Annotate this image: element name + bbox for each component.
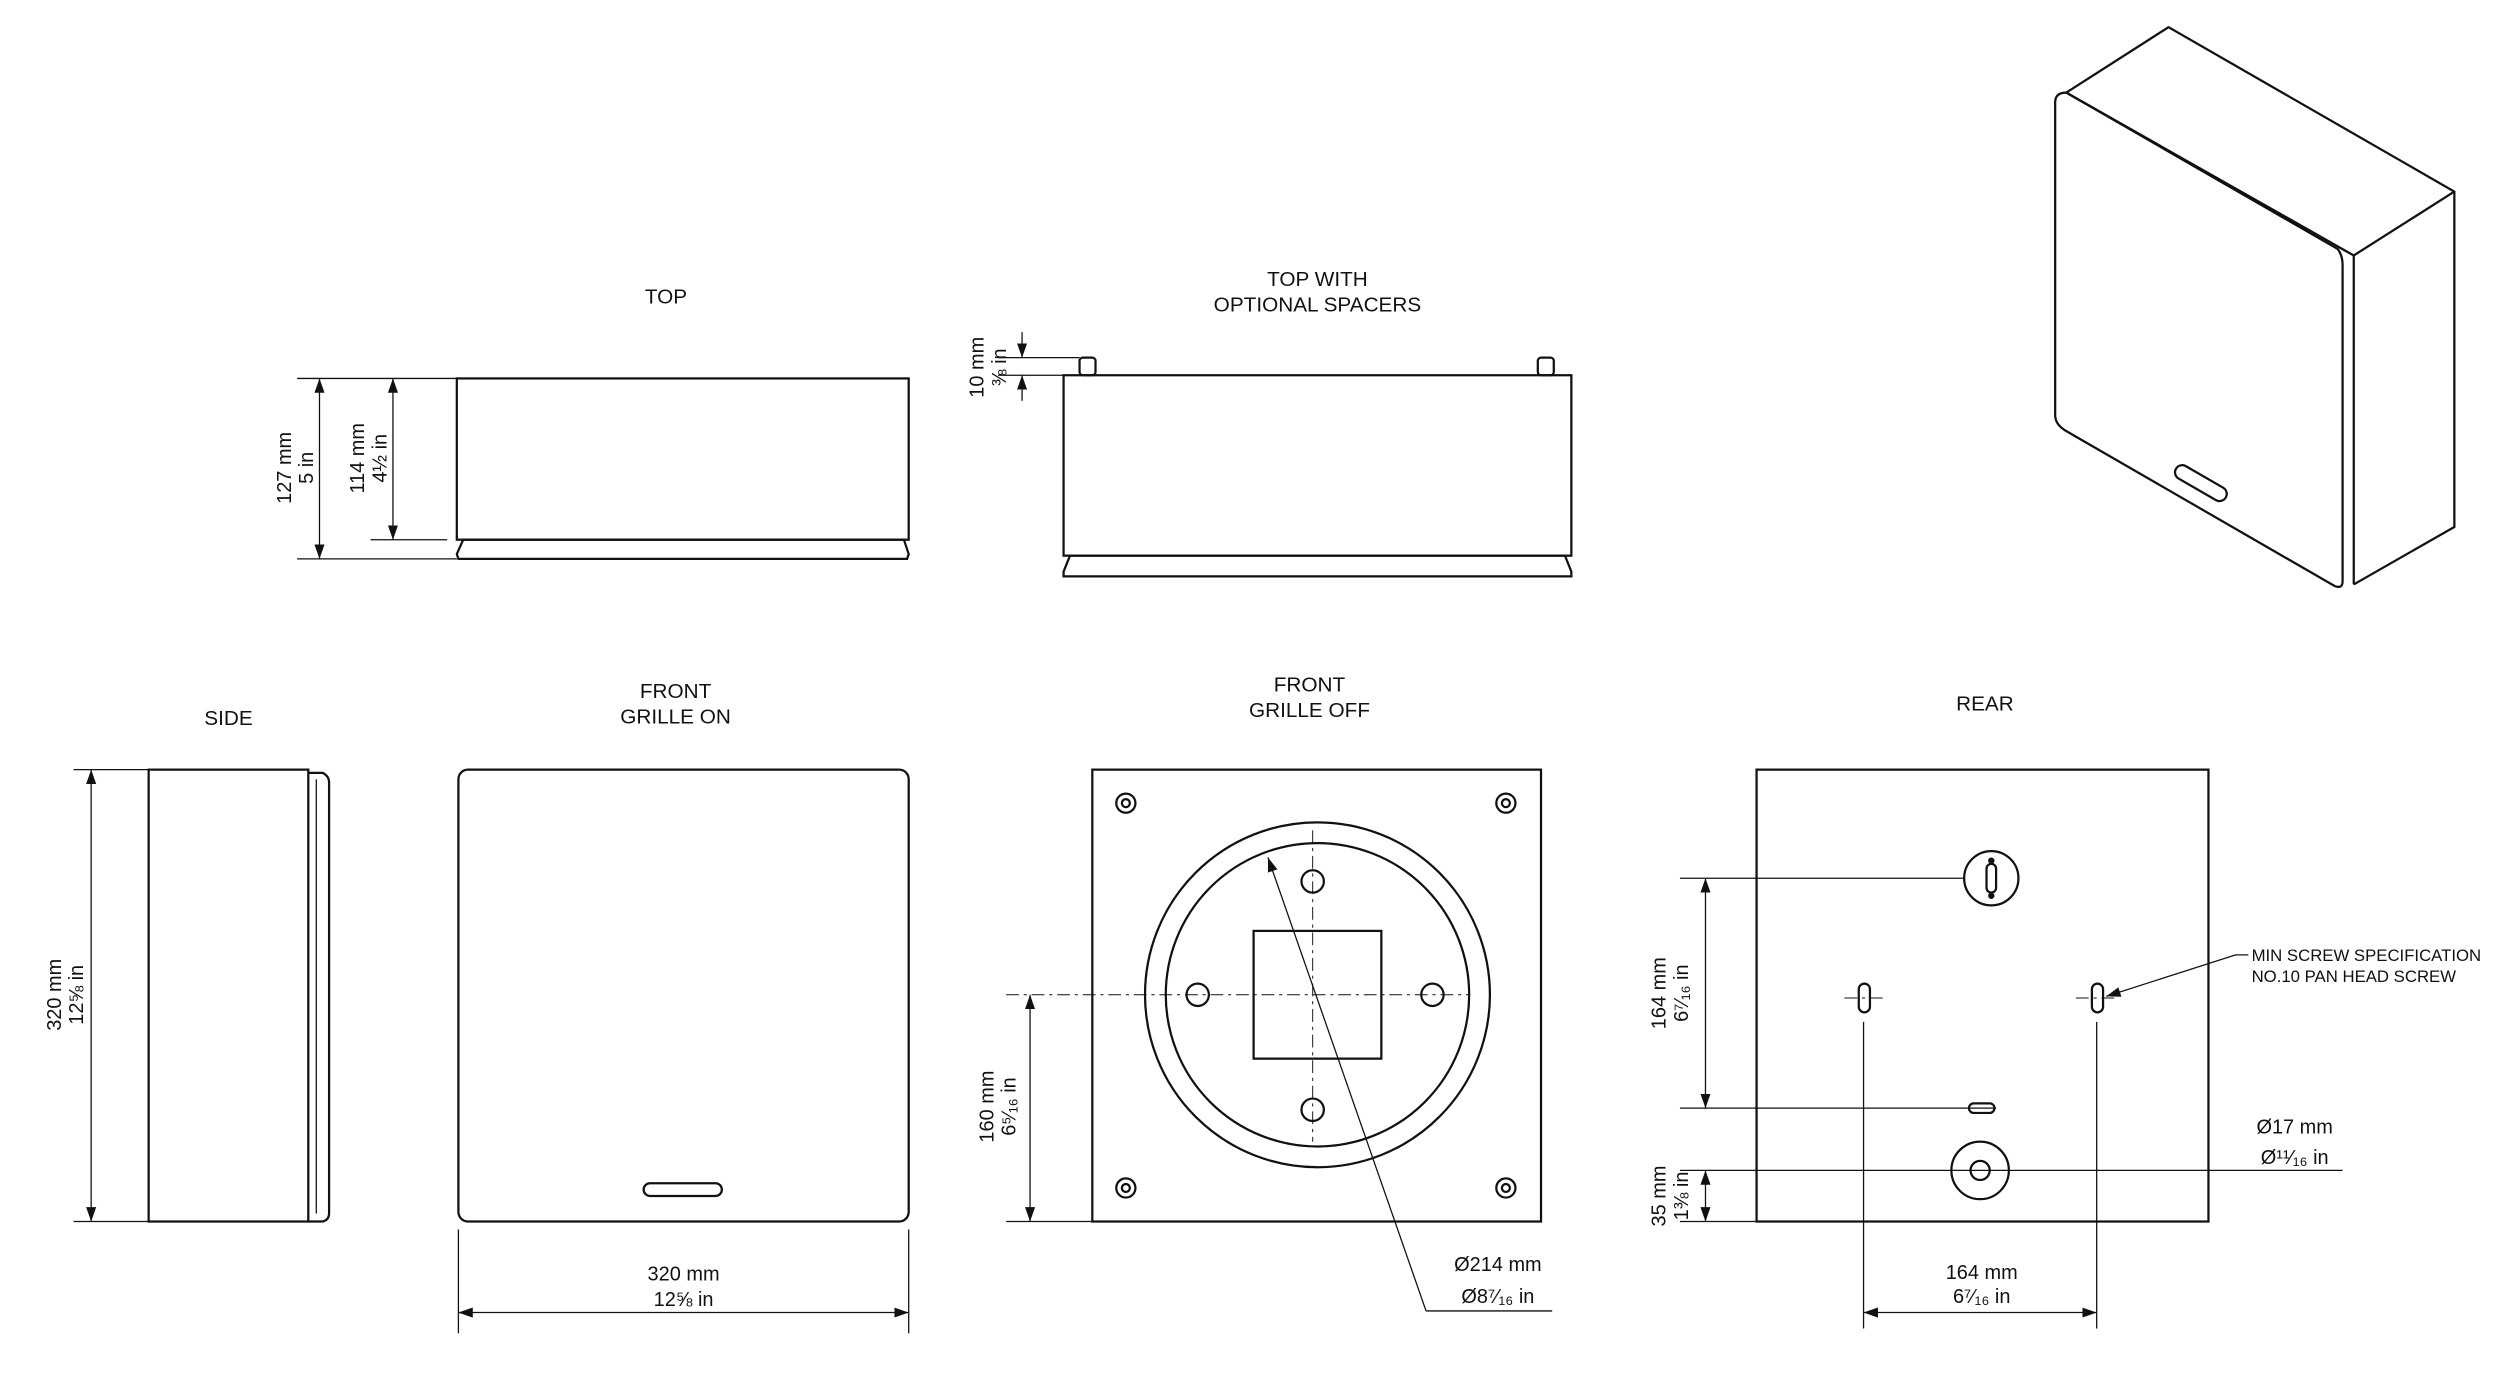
dim-label: 164 mm	[1946, 1262, 2018, 1284]
top-with-spacers-view: TOP WITH OPTIONAL SPACERS 10 mm ⅜ in	[967, 268, 1573, 578]
logo-badge	[2173, 464, 2228, 503]
view-title: TOP WITH	[1267, 268, 1368, 291]
top-view-title: TOP	[645, 285, 687, 308]
spacer	[1536, 356, 1555, 377]
dim-label: 10 mm	[967, 337, 989, 398]
rear-view: REAR 164 mm 6⁷⁄₁₆ in 35 mm 1⅜ in 164 mm …	[1649, 693, 2482, 1329]
dim-label: Ø214 mm	[1454, 1254, 1542, 1276]
view-title: GRILLE ON	[620, 705, 731, 728]
logo-badge	[642, 1182, 723, 1198]
screw-spec-note: NO.10 PAN HEAD SCREW	[2252, 967, 2457, 986]
view-title: SIDE	[204, 707, 252, 730]
dim-label: 35 mm	[1649, 1166, 1671, 1227]
top-body	[455, 377, 910, 541]
dim-label: Ø17 mm	[2256, 1117, 2332, 1139]
view-title: OPTIONAL SPACERS	[1214, 293, 1422, 316]
top-grille	[455, 538, 910, 560]
dim-label: 160 mm	[976, 1071, 998, 1143]
front-grille-on-view: FRONT GRILLE ON 320 mm 12⅝ in	[457, 680, 910, 1334]
dim-label: 6⁷⁄₁₆ in	[1953, 1286, 2010, 1308]
top-view: TOP 127 mm 5 in 114 mm 4½ in	[274, 285, 910, 560]
view-title: GRILLE OFF	[1249, 699, 1370, 722]
dim-label: 1⅜ in	[1671, 1172, 1693, 1221]
front-grille-off-view: FRONT GRILLE OFF 160 mm 6⁵⁄₁₆ in Ø214 mm…	[976, 673, 1553, 1312]
side-view: SIDE 320 mm 12⅝ in	[44, 707, 331, 1223]
dim-label: 4½ in	[370, 434, 392, 483]
dim-label: 320 mm	[44, 959, 66, 1031]
dim-label: 6⁷⁄₁₆ in	[1671, 964, 1693, 1021]
view-title: FRONT	[1274, 673, 1346, 696]
dim-label: 12⅝ in	[66, 965, 88, 1025]
dim-label: 6⁵⁄₁₆ in	[999, 1077, 1021, 1136]
view-title: REAR	[1956, 693, 2014, 716]
dim-label: 320 mm	[648, 1264, 720, 1286]
spacer	[1078, 356, 1097, 377]
dim-label: 5 in	[296, 452, 318, 484]
dim-label: 164 mm	[1649, 957, 1671, 1029]
dim-label: Ø¹¹⁄₁₆ in	[2261, 1147, 2329, 1169]
isometric-view	[2054, 25, 2456, 589]
dim-label: Ø8⁷⁄₁₆ in	[1461, 1286, 1534, 1308]
view-title: FRONT	[640, 680, 712, 703]
dim-label: 114 mm	[347, 423, 369, 494]
dim-label: ⅜ in	[989, 348, 1011, 386]
screw-spec-note: MIN SCREW SPECIFICATION	[2252, 946, 2482, 965]
dim-label: 12⅝ in	[654, 1289, 714, 1311]
dim-label: 127 mm	[274, 432, 296, 504]
